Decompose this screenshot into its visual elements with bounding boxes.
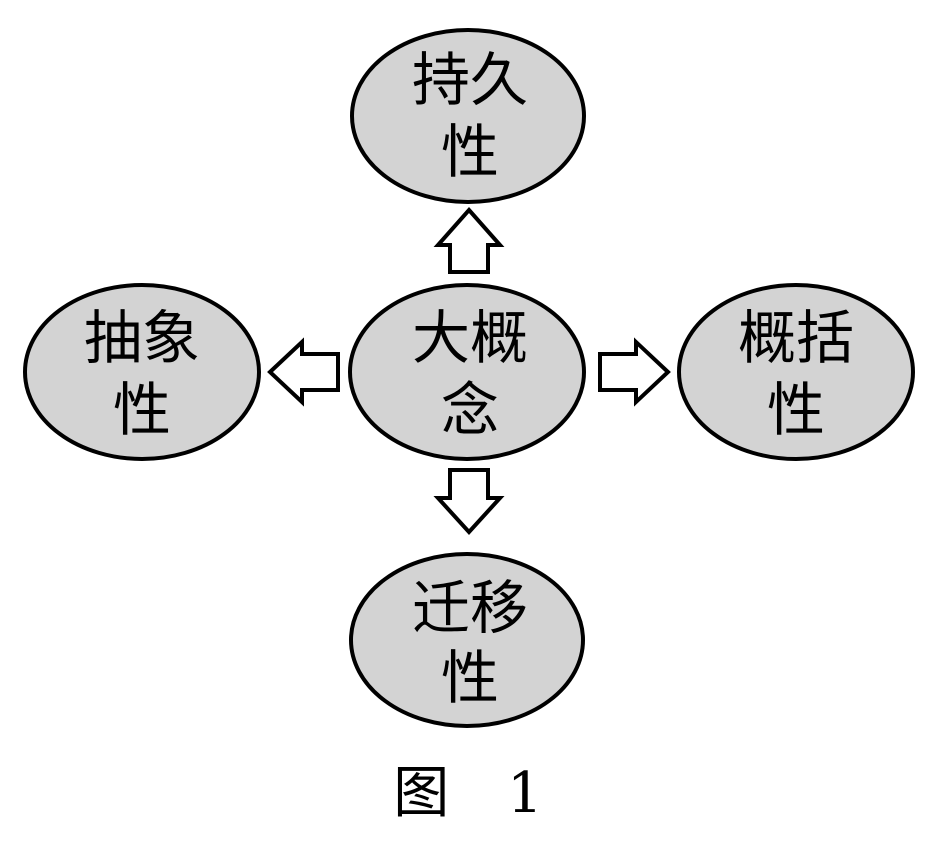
node-right-line2: 性 (767, 376, 825, 444)
figure-caption: 图 1 (393, 761, 562, 826)
arrow-up-icon (433, 206, 505, 274)
node-left-line1: 抽象 (84, 304, 200, 372)
arrow-left-icon (267, 337, 340, 407)
node-center: 大概 念 (348, 283, 586, 461)
node-right-ellipse (677, 283, 915, 461)
arrow-right-icon (598, 337, 671, 407)
arrow-down-icon (433, 468, 505, 535)
node-left-line2: 性 (113, 376, 171, 444)
node-left: 抽象 性 (23, 283, 261, 461)
node-right: 概括 性 (677, 283, 915, 461)
node-top: 持久 性 (350, 28, 586, 204)
node-left-ellipse (23, 283, 261, 461)
node-right-line1: 概括 (738, 304, 854, 372)
node-bottom-line2: 性 (441, 644, 499, 712)
node-bottom-ellipse (349, 552, 585, 728)
node-bottom-line1: 迁移 (412, 574, 528, 642)
node-top-line1: 持久 (412, 46, 528, 114)
node-center-line1: 大概 (412, 304, 528, 372)
node-bottom: 迁移 性 (349, 552, 585, 728)
node-top-ellipse (350, 28, 586, 204)
node-top-line2: 性 (441, 118, 499, 186)
node-center-line2: 念 (441, 376, 499, 444)
node-center-ellipse (348, 283, 586, 461)
